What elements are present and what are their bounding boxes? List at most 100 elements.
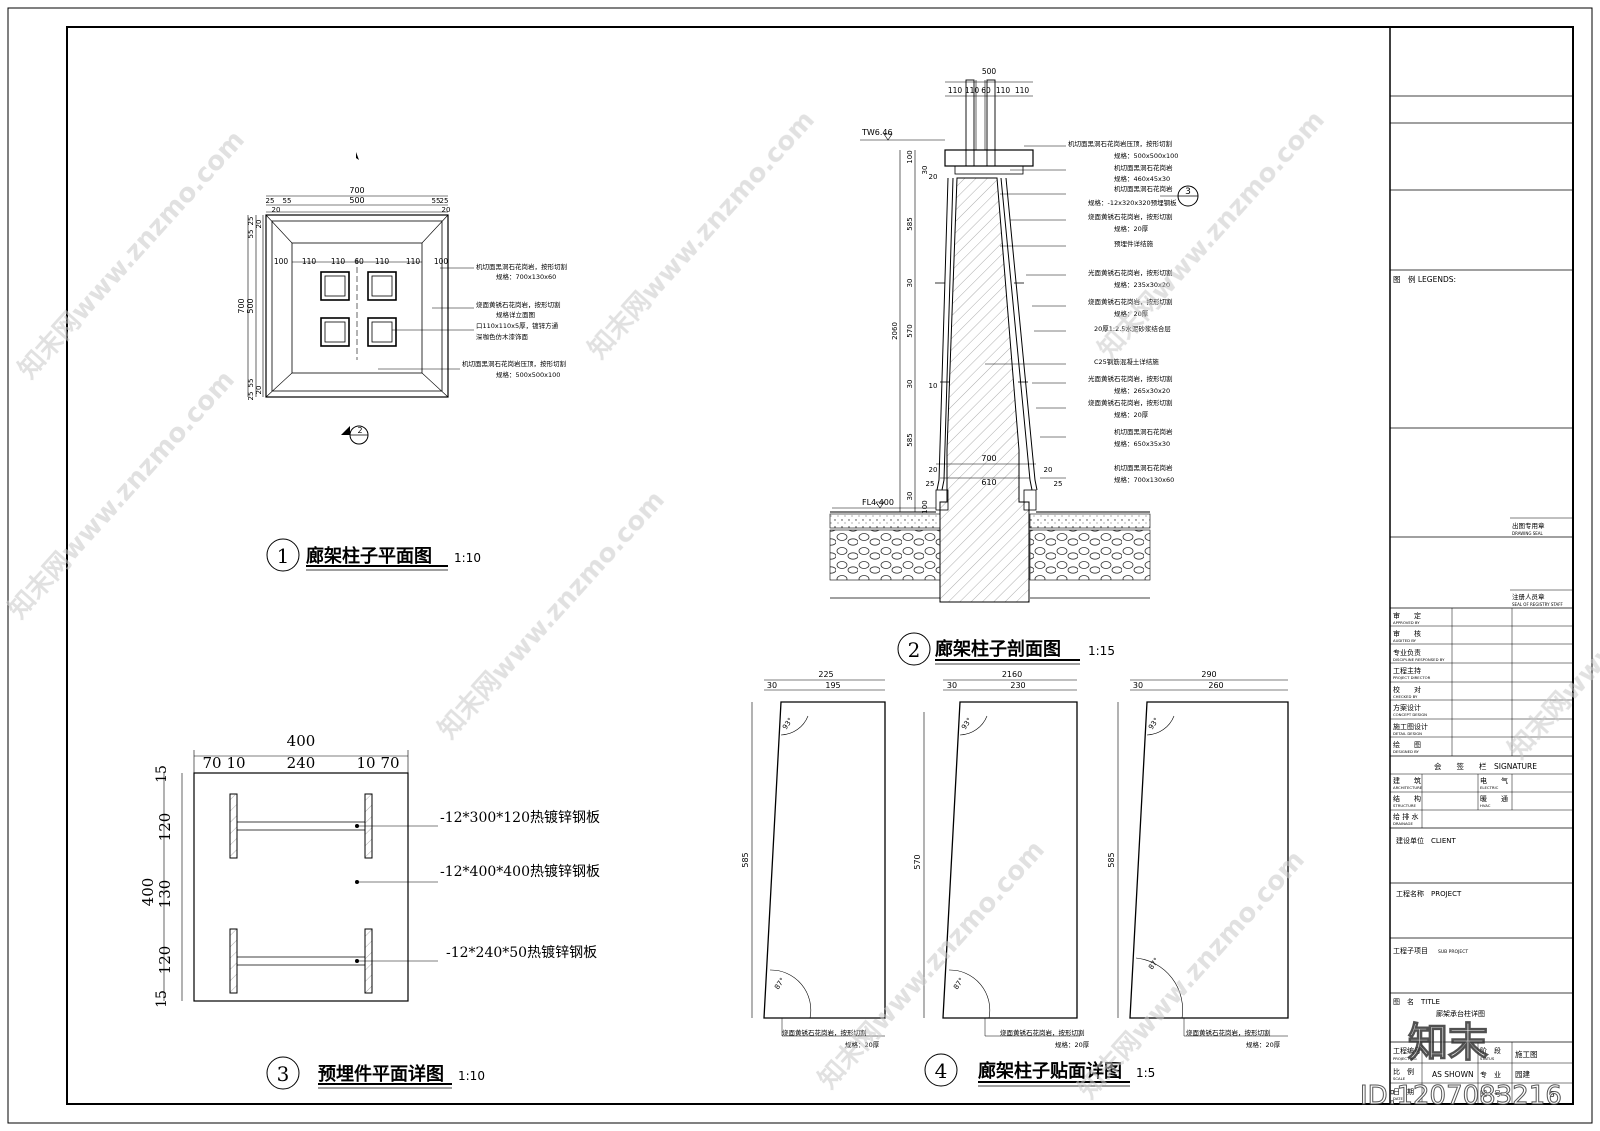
watermark-id: ID:1207083216: [1360, 1081, 1562, 1111]
svg-text:审 核: 审 核: [1393, 629, 1421, 638]
svg-text:预埋件平面详图: 预埋件平面详图: [318, 1063, 444, 1085]
svg-text:规格：20厚: 规格：20厚: [1055, 1040, 1090, 1049]
plan-note: 规格：700x130x60: [496, 272, 556, 281]
watermark-text: 知末网www.znzmo.com: [1503, 505, 1600, 765]
section-note: 光面黄锈石花岗岩，按形切割: [1088, 268, 1173, 277]
watermark-text: 知末网www.znzmo.com: [1073, 845, 1311, 1105]
svg-text:工程主持: 工程主持: [1393, 666, 1421, 675]
svg-text:4: 4: [935, 1059, 948, 1083]
section-note: 烧面黄锈石花岗岩，按形切割: [1088, 297, 1173, 306]
embed-dim: 10: [356, 754, 375, 772]
section-note: 机切面黑洞石花岗岩: [1114, 184, 1173, 193]
svg-text:570: 570: [906, 324, 914, 337]
svg-text:PROJECT DIRECTOR: PROJECT DIRECTOR: [1393, 675, 1431, 680]
svg-text:30: 30: [921, 166, 929, 175]
embed-dim: 70: [380, 754, 399, 772]
plan-dim-inner: 60: [354, 257, 364, 266]
watermark-text: 知末网www.znzmo.com: [583, 105, 821, 365]
section-dim: 110: [948, 86, 963, 95]
svg-text:AS SHOWN: AS SHOWN: [1432, 1070, 1474, 1079]
view-2-section: 500 110 110 60 110 110 TW6.46 FL4.400 10…: [829, 67, 1199, 603]
section-dim: 500: [982, 67, 997, 76]
section-note: 规格：20厚: [1114, 224, 1149, 233]
svg-text:30: 30: [1133, 681, 1143, 690]
section-note: 预埋件详结施: [1114, 239, 1154, 248]
plan-note: 机切面黑洞石花岗岩压顶，按形切割: [462, 359, 567, 368]
plan-dim-top: 700: [349, 186, 364, 195]
svg-text:SCALE: SCALE: [1393, 1076, 1406, 1081]
svg-text:DESIGNED BY: DESIGNED BY: [1393, 749, 1420, 754]
drawing-seal-label: 出图专用章: [1512, 521, 1545, 530]
project-label: 工程名称 PROJECT: [1396, 889, 1462, 898]
embed-dim: 400: [287, 732, 316, 750]
watermark-layer: 知末网www.znzmo.com 知末网www.znzmo.com 知末网www…: [3, 105, 1600, 1105]
svg-text:15: 15: [154, 990, 170, 1008]
svg-text:195: 195: [825, 681, 840, 690]
svg-text:DATE: DATE: [1393, 1096, 1403, 1101]
section-note: 20厚1:2.5水泥砂浆结合层: [1094, 324, 1171, 333]
svg-text:专 业: 专 业: [1480, 1070, 1501, 1079]
svg-text:20: 20: [1044, 466, 1053, 474]
subproject-label: 工程子项目: [1393, 946, 1428, 955]
svg-text:图 号: 图 号: [1480, 1090, 1501, 1098]
section-dim: 60: [981, 86, 991, 95]
svg-text:规格：20厚: 规格：20厚: [845, 1040, 880, 1049]
section-note: 规格：460x45x30: [1114, 174, 1170, 183]
svg-text:30: 30: [906, 492, 914, 501]
svg-text:专业负责: 专业负责: [1393, 648, 1421, 657]
svg-text:ELECTRIC: ELECTRIC: [1480, 785, 1499, 790]
svg-text:1:10: 1:10: [454, 551, 481, 565]
cladding-panel: 290 30 260 585 93° 87° 烧面黄锈石花岗岩，按形切割 规格：…: [1107, 670, 1289, 1049]
svg-text:AUDITED BY: AUDITED BY: [1393, 638, 1417, 643]
svg-text:30: 30: [767, 681, 777, 690]
svg-text:烧面黄锈石花岗岩，按形切割: 烧面黄锈石花岗岩，按形切割: [1186, 1028, 1271, 1037]
plan-dim-top: 55: [432, 197, 441, 205]
section-note: C25钢筋混凝土详结施: [1094, 357, 1159, 366]
svg-text:87°: 87°: [1147, 956, 1161, 971]
svg-text:225: 225: [818, 670, 833, 679]
plan-dim-inner: 110: [375, 257, 390, 266]
svg-text:2: 2: [357, 426, 362, 435]
plan-dim-inner: 110: [406, 257, 421, 266]
svg-text:暖 通: 暖 通: [1480, 794, 1508, 803]
section-note: 烧面黄锈石花岗岩，按形切割: [1088, 212, 1173, 221]
svg-text:10: 10: [929, 382, 938, 390]
registry-seal-label: 注册人员章: [1512, 592, 1545, 601]
svg-text:审 定: 审 定: [1393, 611, 1421, 620]
plan-dim-left: 500: [246, 298, 255, 313]
plan-note: 口110x110x5厚，镀锌方通: [476, 321, 559, 330]
sheet-frame: [66, 26, 1574, 1105]
section-note: 规格：500x500x100: [1114, 151, 1178, 160]
svg-text:120: 120: [156, 946, 174, 975]
svg-text:ARCHITECTURE: ARCHITECTURE: [1393, 785, 1423, 790]
svg-text:比 例: 比 例: [1393, 1067, 1414, 1076]
plan-dim-top: 20: [272, 206, 281, 214]
elevation-bottom: FL4.400: [862, 498, 894, 507]
svg-text:DETAIL DESIGN: DETAIL DESIGN: [1393, 731, 1422, 736]
svg-text:400: 400: [139, 878, 157, 907]
embed-dim: 10: [226, 754, 245, 772]
cladding-panel: 225 30 195 585 93° 87° 烧面黄锈石花岗岩，按形切割 规格：…: [741, 670, 886, 1049]
svg-text:100: 100: [906, 150, 914, 163]
section-note: 机切面黑洞石花岗岩: [1114, 463, 1173, 472]
svg-text:烧面黄锈石花岗岩，按形切割: 烧面黄锈石花岗岩，按形切割: [1000, 1028, 1085, 1037]
detail-marker: 3: [1160, 185, 1199, 207]
plan-note: 烧面黄锈石花岗岩，按形切割: [476, 300, 561, 309]
client-label: 建设单位 CLIENT: [1396, 836, 1457, 845]
svg-text:260: 260: [1208, 681, 1223, 690]
svg-text:1: 1: [277, 544, 290, 568]
view-3-embed-plan: 400 70 10 240 10 70 15 120 400 130 120 1…: [139, 732, 600, 1008]
svg-text:2060: 2060: [891, 322, 899, 340]
embed-note: -12*400*400热镀锌钢板: [440, 863, 600, 880]
svg-text:30: 30: [906, 279, 914, 288]
svg-text:3: 3: [1550, 1090, 1555, 1099]
section-note: 机切面黑洞石花岗岩压顶，按形切割: [1068, 139, 1173, 148]
svg-text:结 构: 结 构: [1393, 794, 1421, 803]
section-note: 规格：700x130x60: [1114, 475, 1174, 484]
svg-text:2160: 2160: [1002, 670, 1022, 679]
plan-dim-left: 55: [247, 379, 255, 388]
svg-text:3: 3: [1185, 187, 1191, 197]
plan-dim-inner: 110: [302, 257, 317, 266]
svg-text:STRUCTURE: STRUCTURE: [1393, 803, 1417, 808]
